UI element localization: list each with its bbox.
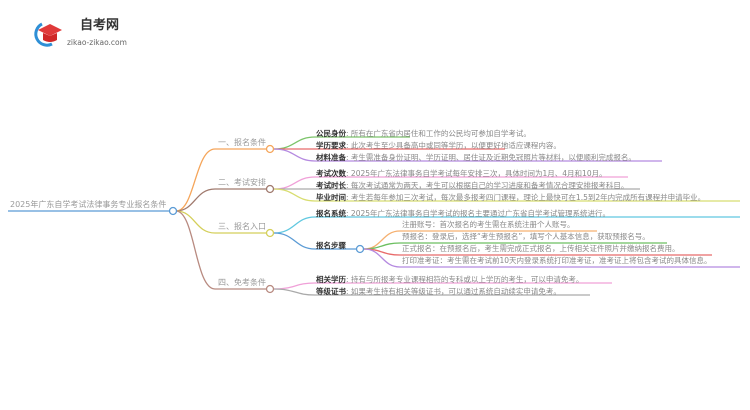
- leaf-exam-times[interactable]: 考试次数: 2025年广东法律事务自学考试每年安排三次，具体时间为1月、4月和1…: [316, 169, 607, 178]
- leaf-system[interactable]: 报名系统: 2025年广东法律事务自学考试的报名主要通过广东省自学考试管理系统进…: [316, 209, 611, 218]
- leaf-education[interactable]: 学历要求: 此次考生至少具备高中或同等学历，以便更好地适应课程内容。: [316, 141, 561, 150]
- branch-exam-schedule[interactable]: 二、考试安排: [218, 178, 266, 187]
- leaf-related-degree[interactable]: 相关学历: 持有与所报考专业课程相符的专科或以上学历的考生，可以申请免考。: [316, 275, 584, 284]
- step-register[interactable]: 注册账号：首次报名的考生需在系统注册个人账号。: [402, 220, 575, 229]
- root-node[interactable]: 2025年广东自学考试法律事务专业报名条件: [10, 200, 167, 209]
- logo-url: zikao-zikao.com: [67, 38, 127, 47]
- branch-registration-entry[interactable]: 三、报名入口: [218, 222, 266, 231]
- leaf-graduation[interactable]: 毕业时间: 考生若每年参加三次考试，每次最多报考四门课程，理论上最快可在1.5到…: [316, 193, 706, 202]
- leaf-steps[interactable]: 报名步骤: [316, 241, 346, 250]
- branch-exemption-conditions[interactable]: 四、免考条件: [218, 278, 266, 287]
- logo-name: 自考网: [80, 18, 120, 33]
- leaf-citizen[interactable]: 公民身份: 所有在广东省内居住和工作的公民均可参加自学考试。: [316, 129, 531, 138]
- step-print-ticket[interactable]: 打印准考证：考生需在考试前10天内登录系统打印准考证，准考证上将包含考试的具体信…: [402, 256, 712, 265]
- leaf-certificate[interactable]: 等级证书: 如果考生持有相关等级证书，可以通过系统自动续实申请免考。: [316, 287, 561, 296]
- step-formal-register[interactable]: 正式报名：在预报名后，考生需完成正式报名，上传相关证件照片并缴纳报名费用。: [402, 244, 680, 253]
- leaf-materials[interactable]: 材料准备: 考生需准备身份证明、学历证明、居住证及近期免冠照片等材料，以便顺利完…: [316, 153, 636, 162]
- graduation-cap-icon: [34, 22, 62, 47]
- logo: 自考网 zikao-zikao.com: [30, 18, 127, 48]
- step-pre-register[interactable]: 预报名：登录后，选择“考生预报名”，填写个人基本信息，获取预报名号。: [402, 232, 650, 241]
- leaf-exam-duration[interactable]: 考试时长: 每次考试通常为两天，考生可以根据自己的学习进度和备考情况合理安排报考…: [316, 181, 629, 190]
- branch-registration-conditions[interactable]: 一、报名条件: [218, 138, 266, 147]
